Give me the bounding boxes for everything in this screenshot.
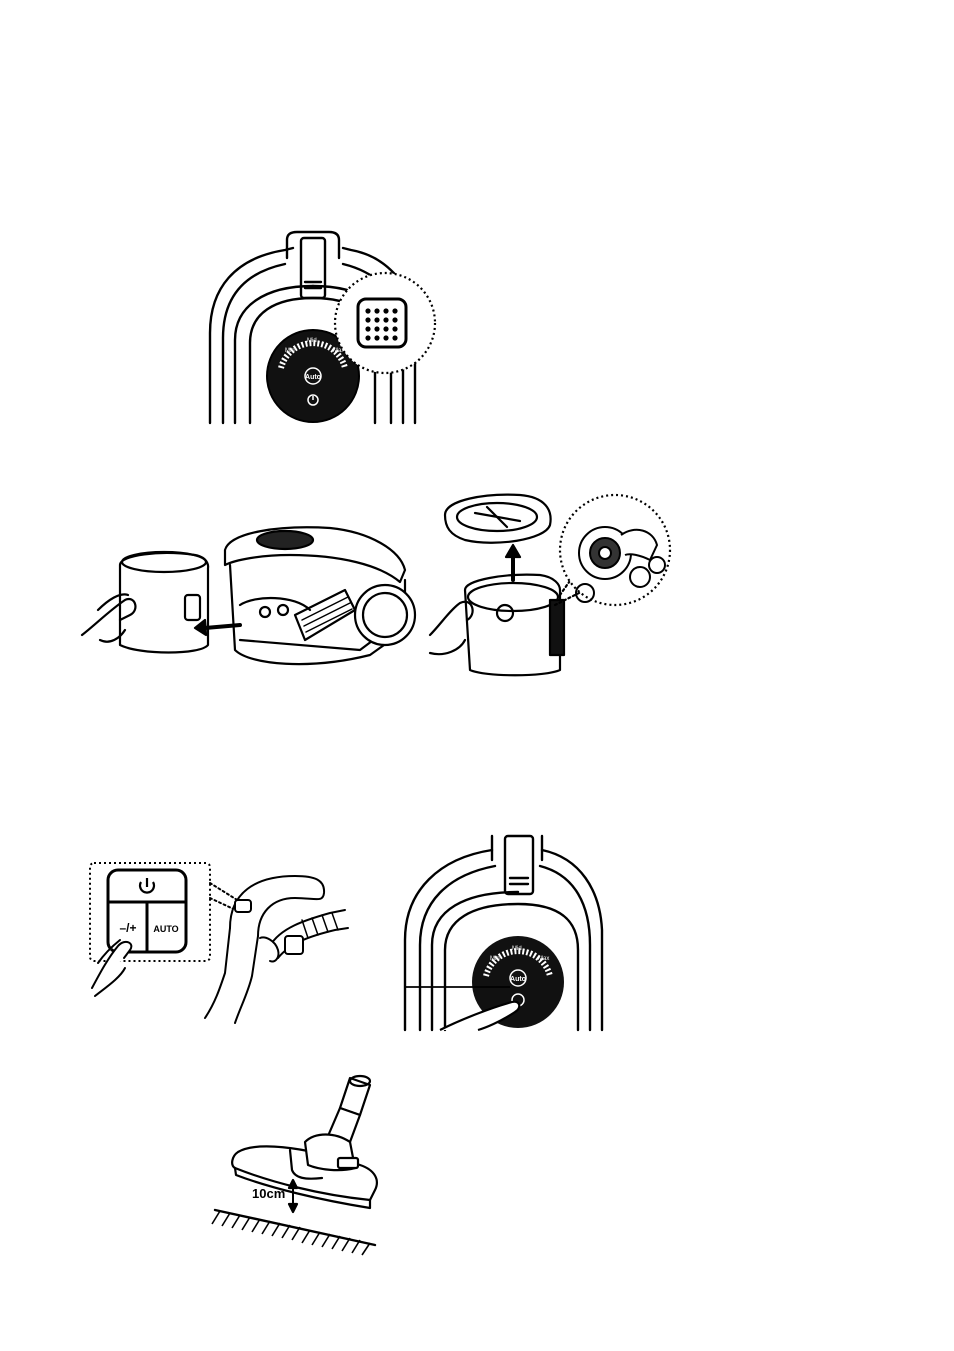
figure-floor-brush-height: 10cm <box>210 1070 380 1255</box>
fig6-min-label: Min <box>490 956 500 962</box>
press-power-illustration: Auto Min Mid Max <box>400 830 605 1030</box>
fig1-mid-label: Mid <box>307 338 317 344</box>
figure-open-bin-lid <box>425 485 675 675</box>
vacuum-top-illustration: Auto Min Mid Max <box>205 228 430 428</box>
remove-bin-illustration <box>80 520 415 670</box>
fig1-auto-label: Auto <box>305 374 321 381</box>
open-lid-illustration <box>425 485 675 675</box>
figure-handle-controls: –/+ AUTO <box>80 858 360 1028</box>
floor-hatching <box>212 1211 370 1255</box>
fig1-min-label: Min <box>285 348 295 354</box>
fig5-minus-plus-label: –/+ <box>119 921 136 935</box>
handle-controls-illustration: –/+ AUTO <box>80 858 360 1028</box>
fig6-auto-label: Auto <box>510 976 526 983</box>
fig6-mid-label: Mid <box>512 946 522 952</box>
height-label: 10cm <box>252 1186 285 1201</box>
figure-vacuum-top-indicator: Auto Min Mid Max <box>205 228 430 428</box>
figure-remove-dust-bin <box>80 520 415 670</box>
fig5-auto-label: AUTO <box>153 924 178 934</box>
filter-indicator-icon <box>358 299 406 347</box>
figure-press-power: Auto Min Mid Max <box>400 830 605 1030</box>
fig6-max-label: Max <box>538 956 549 962</box>
floor-brush-illustration: 10cm <box>210 1070 380 1255</box>
